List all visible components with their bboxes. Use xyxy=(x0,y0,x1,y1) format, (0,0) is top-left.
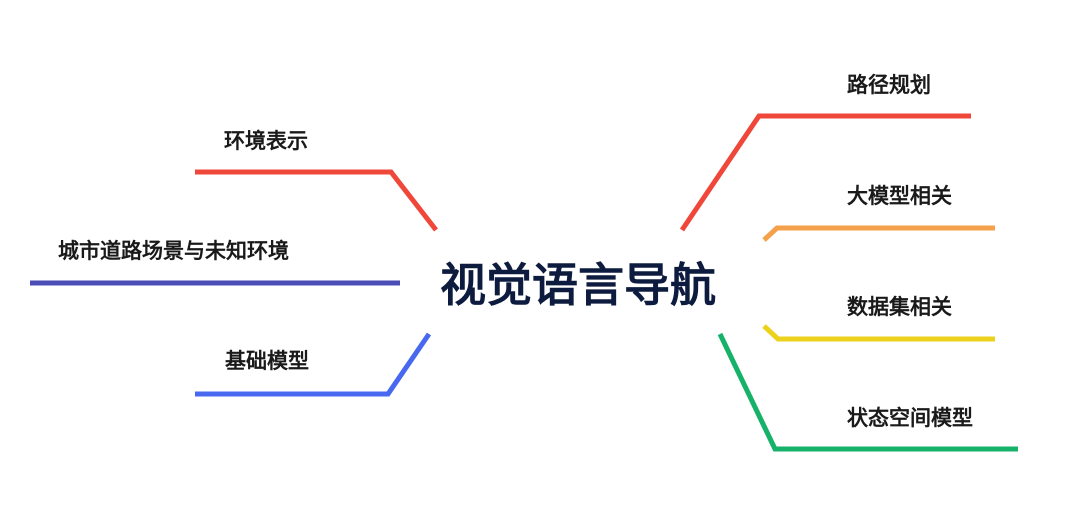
branch-label-right-3: 状态空间模型 xyxy=(847,406,973,430)
branch-line-right-1 xyxy=(762,225,995,242)
branch-line-right-3 xyxy=(717,332,1018,452)
branch-label-left-1: 城市道路场景与未知环境 xyxy=(58,239,289,263)
branch-line-right-0 xyxy=(679,113,971,232)
branch-label-right-2: 数据集相关 xyxy=(847,295,952,319)
branch-label-right-1: 大模型相关 xyxy=(847,184,952,208)
branch-line-left-0 xyxy=(195,169,438,232)
branch-label-left-2: 基础模型 xyxy=(225,349,309,373)
branch-line-left-2 xyxy=(195,332,432,397)
branch-line-right-2 xyxy=(762,324,995,342)
central-topic: 视觉语言导航 xyxy=(440,258,716,312)
branch-label-left-0: 环境表示 xyxy=(224,129,308,153)
branch-label-right-0: 路径规划 xyxy=(847,73,931,97)
